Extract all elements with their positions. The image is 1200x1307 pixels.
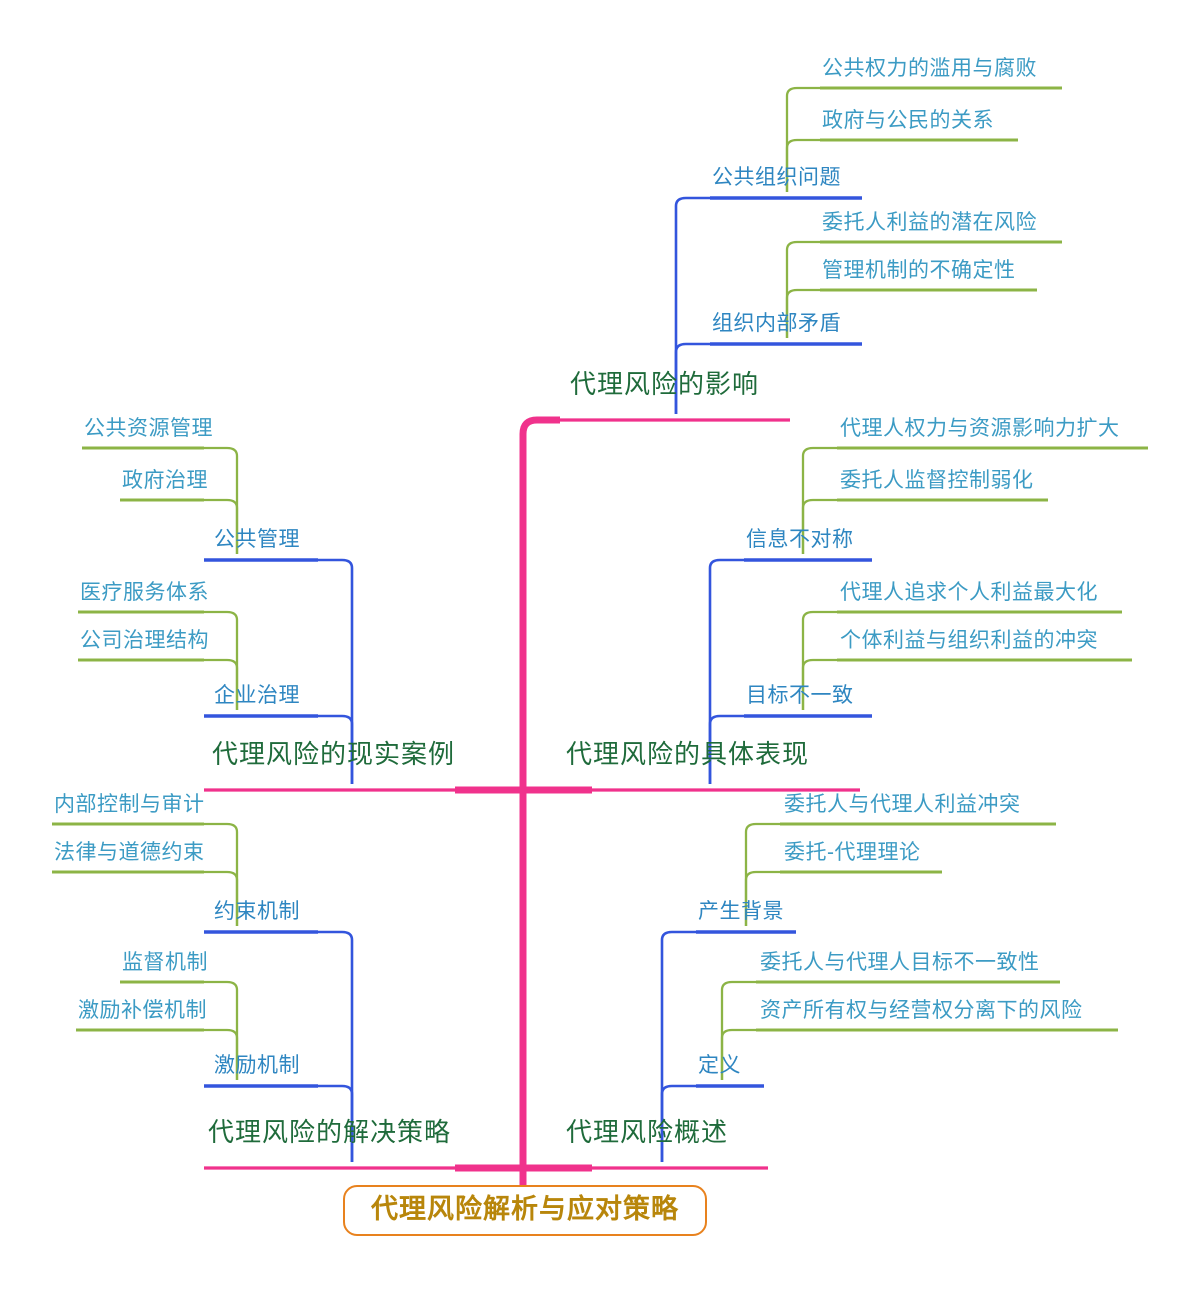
subnode-label: 信息不对称 (746, 528, 854, 551)
branch-node-manifestations[interactable]: 代理风险的具体表现 (566, 741, 809, 772)
leaf-node[interactable]: 监督机制 (122, 952, 208, 977)
leaf-node[interactable]: 医疗服务体系 (80, 582, 209, 607)
leaf-node[interactable]: 政府治理 (122, 470, 208, 495)
leaf-node[interactable]: 委托人监督控制弱化 (840, 470, 1034, 495)
subnode-label: 目标不一致 (746, 684, 854, 707)
leaf-label: 公共资源管理 (84, 417, 213, 440)
leaf-label: 公司治理结构 (80, 629, 209, 652)
branch-label: 代理风险的解决策略 (208, 1117, 452, 1147)
leaf-label: 监督机制 (122, 951, 208, 974)
subnode-enterprise-governance[interactable]: 企业治理 (214, 685, 300, 710)
subnode-information-asymmetry[interactable]: 信息不对称 (746, 529, 854, 554)
subnode-public-management[interactable]: 公共管理 (214, 529, 300, 554)
leaf-node[interactable]: 委托人利益的潜在风险 (822, 212, 1037, 237)
subnode-label: 定义 (698, 1054, 741, 1077)
branch-label: 代理风险的影响 (570, 369, 760, 399)
subnode-label: 组织内部矛盾 (712, 312, 841, 335)
leaf-label: 代理人权力与资源影响力扩大 (840, 417, 1120, 440)
subnode-definition[interactable]: 定义 (698, 1055, 741, 1080)
leaf-label: 委托-代理理论 (784, 841, 921, 864)
leaf-node[interactable]: 代理人权力与资源影响力扩大 (840, 418, 1120, 443)
subnode-label: 公共管理 (214, 528, 300, 551)
subnode-background[interactable]: 产生背景 (698, 901, 784, 926)
leaf-label: 委托人与代理人利益冲突 (784, 793, 1021, 816)
leaf-node[interactable]: 激励补偿机制 (78, 1000, 207, 1025)
subnode-constraint-mechanism[interactable]: 约束机制 (214, 901, 300, 926)
subnode-internal-organization-conflict[interactable]: 组织内部矛盾 (712, 313, 841, 338)
leaf-node[interactable]: 资产所有权与经营权分离下的风险 (760, 1000, 1083, 1025)
root-node-label: 代理风险解析与应对策略 (371, 1194, 679, 1224)
branch-label: 代理风险的具体表现 (566, 739, 810, 769)
leaf-label: 政府与公民的关系 (822, 109, 994, 132)
leaf-node[interactable]: 政府与公民的关系 (822, 110, 994, 135)
leaf-node[interactable]: 委托人与代理人目标不一致性 (760, 952, 1040, 977)
leaf-label: 法律与道德约束 (54, 841, 205, 864)
subnode-label: 约束机制 (214, 900, 300, 923)
leaf-node[interactable]: 公司治理结构 (80, 630, 209, 655)
leaf-label: 代理人追求个人利益最大化 (840, 581, 1098, 604)
leaf-label: 政府治理 (122, 469, 208, 492)
subnode-goal-inconsistency[interactable]: 目标不一致 (746, 685, 854, 710)
subnode-label: 企业治理 (214, 684, 300, 707)
leaf-label: 公共权力的滥用与腐败 (822, 57, 1037, 80)
branch-node-real-cases[interactable]: 代理风险的现实案例 (212, 741, 455, 772)
leaf-label: 激励补偿机制 (78, 999, 207, 1022)
leaf-label: 医疗服务体系 (80, 581, 209, 604)
branch-label: 代理风险的现实案例 (212, 739, 456, 769)
subnode-public-organization-problems[interactable]: 公共组织问题 (712, 167, 841, 192)
branch-label: 代理风险概述 (566, 1117, 729, 1147)
subnode-label: 产生背景 (698, 900, 784, 923)
leaf-node[interactable]: 个体利益与组织利益的冲突 (840, 630, 1098, 655)
branch-node-overview[interactable]: 代理风险概述 (566, 1119, 728, 1150)
leaf-label: 管理机制的不确定性 (822, 259, 1016, 282)
branch-node-solutions[interactable]: 代理风险的解决策略 (208, 1119, 451, 1150)
subnode-incentive-mechanism[interactable]: 激励机制 (214, 1055, 300, 1080)
leaf-label: 个体利益与组织利益的冲突 (840, 629, 1098, 652)
subnode-label: 公共组织问题 (712, 166, 841, 189)
leaf-label: 委托人监督控制弱化 (840, 469, 1034, 492)
leaf-label: 委托人与代理人目标不一致性 (760, 951, 1040, 974)
leaf-node[interactable]: 公共权力的滥用与腐败 (822, 58, 1037, 83)
leaf-node[interactable]: 管理机制的不确定性 (822, 260, 1016, 285)
leaf-label: 资产所有权与经营权分离下的风险 (760, 999, 1083, 1022)
leaf-label: 委托人利益的潜在风险 (822, 211, 1037, 234)
root-node[interactable]: 代理风险解析与应对策略 (343, 1185, 707, 1236)
leaf-node[interactable]: 法律与道德约束 (54, 842, 205, 867)
leaf-label: 内部控制与审计 (54, 793, 205, 816)
branch-node-impact[interactable]: 代理风险的影响 (570, 371, 759, 402)
leaf-node[interactable]: 代理人追求个人利益最大化 (840, 582, 1098, 607)
leaf-node[interactable]: 内部控制与审计 (54, 794, 205, 819)
leaf-node[interactable]: 委托人与代理人利益冲突 (784, 794, 1021, 819)
leaf-node[interactable]: 公共资源管理 (84, 418, 213, 443)
subnode-label: 激励机制 (214, 1054, 300, 1077)
leaf-node[interactable]: 委托-代理理论 (784, 842, 921, 867)
